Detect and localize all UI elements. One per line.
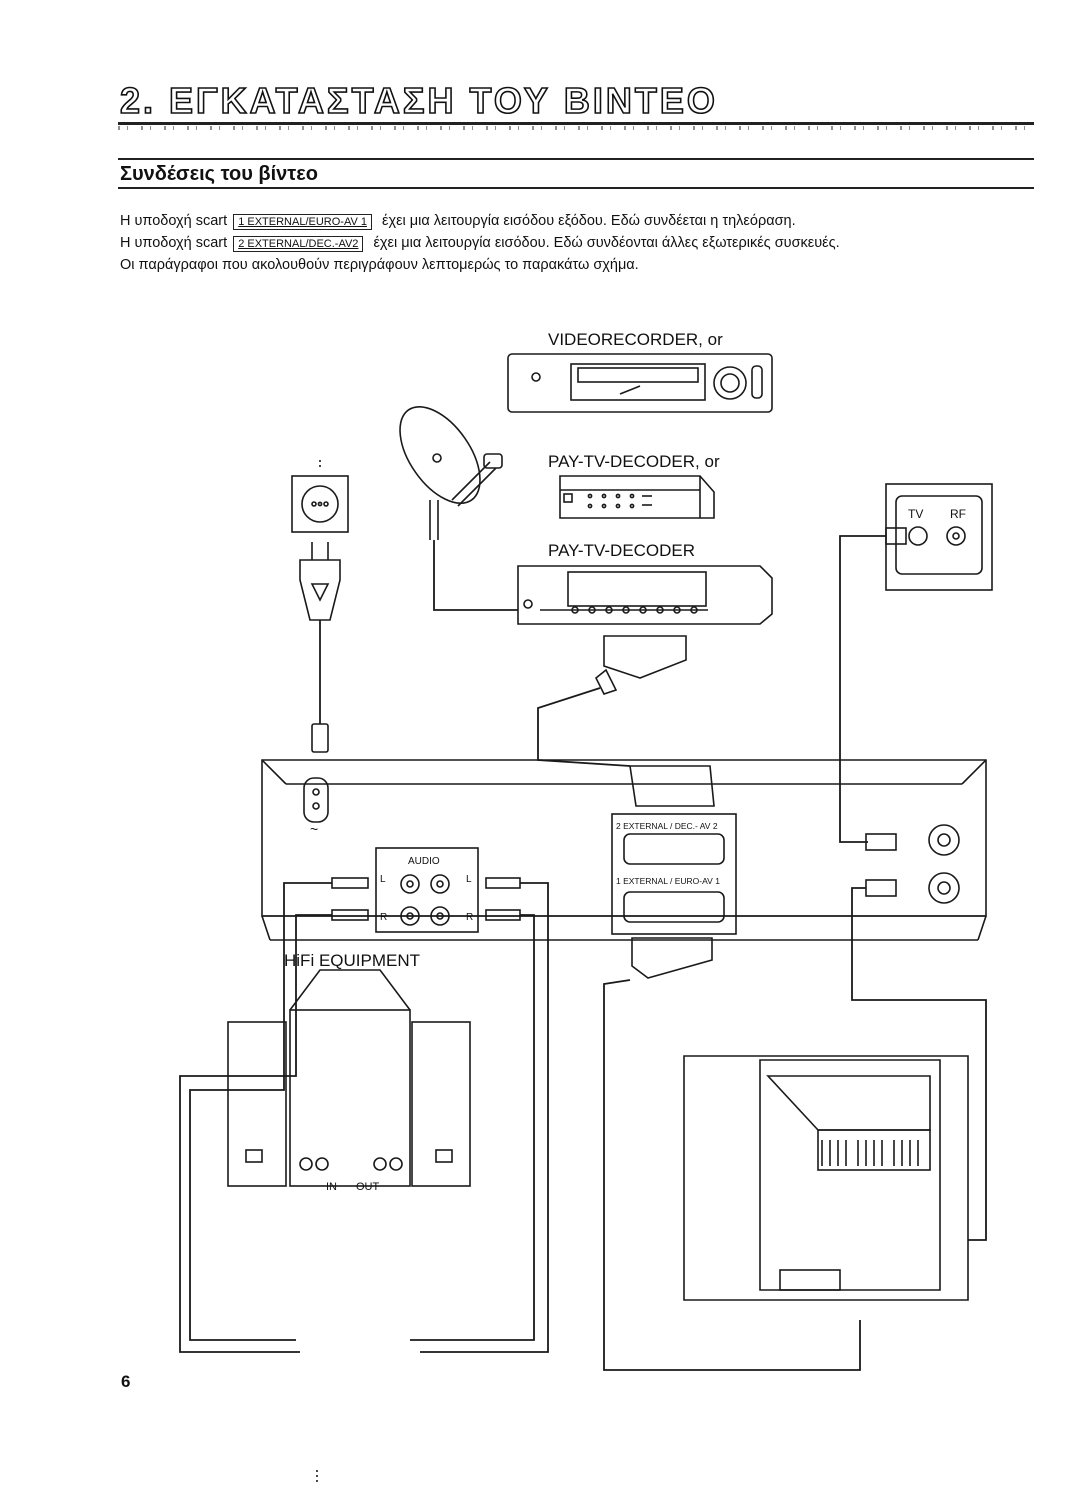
audio-connector-panel: AUDIO L R L R — [375, 847, 479, 933]
antenna-wall-socket-icon: TV RF — [885, 483, 993, 591]
hifi-label: HiFi EQUIPMENT — [284, 951, 420, 970]
wall-socket-rf-label: RF — [950, 507, 966, 521]
hifi-out-label: OUT — [356, 1181, 380, 1193]
audio-left-in-label: L — [466, 874, 472, 885]
scart-av1-panel-label: 1 EXTERNAL / EURO-AV 1 — [616, 876, 720, 886]
title-rule — [118, 122, 1034, 125]
intro-text: Η υποδοχή scart 1 EXTERNAL/EURO-AV 1 έχε… — [120, 210, 840, 276]
scart-sockets-panel: 2 EXTERNAL / DEC.- AV 2 1 EXTERNAL / EUR… — [611, 765, 737, 979]
audio-left-out-label: L — [380, 874, 386, 885]
intro-line-2: Η υποδοχή scart 2 EXTERNAL/DEC.-AV2 έχει… — [120, 232, 840, 254]
hifi-in-label: IN — [326, 1181, 337, 1193]
intro-line-1-suffix: έχει μια λειτουργία εισόδου εξόδου. Εδώ … — [382, 213, 796, 229]
intro-line-3: Οι παράγραφοι που ακολουθούν περιγράφουν… — [120, 257, 639, 273]
paytv-decoder-icon: PAY-TV-DECODER — [517, 541, 773, 625]
section-rule-bottom — [118, 187, 1034, 189]
power-socket-icon — [291, 460, 349, 533]
title-rule-texture — [118, 126, 1034, 130]
wall-socket-tv-label: TV — [908, 507, 923, 521]
television-rear-icon — [683, 1055, 969, 1301]
scart-av2-panel-label: 2 EXTERNAL / DEC.- AV 2 — [616, 821, 718, 831]
mains-symbol: ~ — [310, 821, 318, 837]
section-rule-top — [118, 158, 1034, 160]
paytv-decoder-small-icon: PAY-TV-DECODER, or — [548, 452, 720, 519]
videorecorder-label: VIDEORECORDER, or — [548, 330, 723, 349]
audio-right-in-label: R — [466, 912, 473, 923]
hifi-equipment-icon: HiFi EQUIPMENT IN OUT — [227, 951, 471, 1193]
aerial-sockets-icon — [865, 824, 960, 904]
scart-socket-av1-label: 1 EXTERNAL/EURO-AV 1 — [233, 214, 372, 230]
intro-line-1-prefix: Η υποδοχή scart — [120, 213, 228, 229]
power-plug-icon — [299, 542, 341, 753]
satellite-dish-icon — [399, 405, 503, 540]
rca-plugs-icon — [331, 877, 521, 921]
intro-line-1: Η υποδοχή scart 1 EXTERNAL/EURO-AV 1 έχε… — [120, 210, 840, 232]
paytv-decoder-label: PAY-TV-DECODER — [548, 541, 695, 560]
mains-inlet-icon — [303, 777, 329, 823]
paytv-decoder-or-label: PAY-TV-DECODER, or — [548, 452, 720, 471]
scart-socket-av2-label: 2 EXTERNAL/DEC.-AV2 — [233, 236, 364, 252]
videorecorder-icon: VIDEORECORDER, or — [507, 330, 773, 413]
audio-right-out-label: R — [380, 912, 387, 923]
intro-line-2-suffix: έχει μια λειτουργία εισόδου. Εδώ συνδέον… — [373, 235, 840, 251]
audio-label: AUDIO — [408, 856, 440, 867]
page-title: 2. ΕΓΚΑΤΑΣΤΑΣΗ ΤΟΥ ΒΙΝΤΕΟ — [119, 79, 718, 122]
section-title: Συνδέσεις του βίντεο — [120, 163, 318, 185]
scart-plug-icon — [594, 635, 687, 695]
intro-line-2-prefix: Η υποδοχή scart — [120, 235, 228, 251]
page-number: 6 — [121, 1372, 131, 1391]
